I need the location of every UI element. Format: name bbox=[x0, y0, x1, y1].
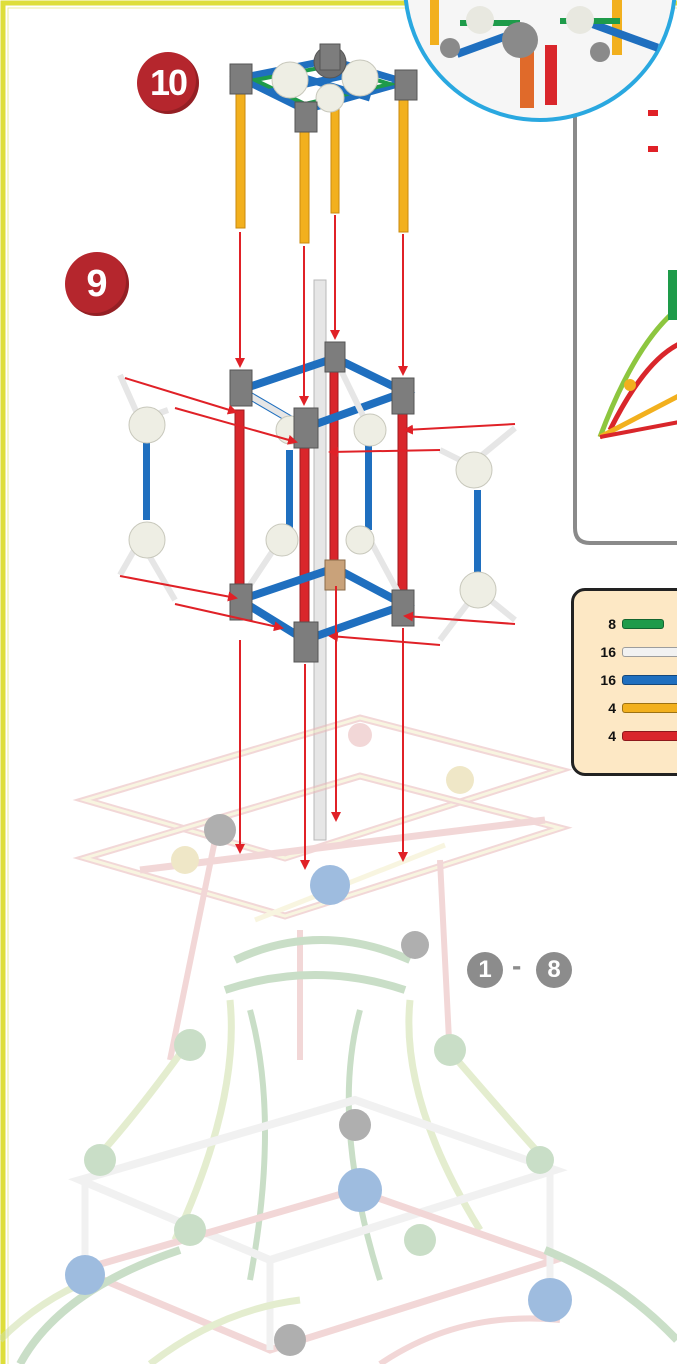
yellow-rod-icon bbox=[622, 703, 677, 713]
step-10-assembly bbox=[229, 43, 418, 244]
zoom-inset-circle bbox=[403, 0, 677, 122]
right-side-panel bbox=[437, 425, 517, 642]
white-rod-icon bbox=[622, 647, 677, 657]
left-side-panel bbox=[117, 373, 178, 602]
assembly-arrows bbox=[119, 215, 516, 870]
parts-row-red: 4 bbox=[574, 725, 677, 747]
parts-qty: 16 bbox=[600, 644, 616, 660]
panel-partial-model bbox=[597, 270, 677, 440]
range-start-number: 1 bbox=[478, 956, 492, 983]
step-10-badge: 10 bbox=[137, 52, 199, 114]
range-end-badge: 8 bbox=[536, 952, 572, 988]
parts-qty: 4 bbox=[608, 728, 616, 744]
step-9-number: 9 bbox=[86, 262, 108, 305]
parts-row-blue: 16 bbox=[574, 669, 677, 691]
range-end-number: 8 bbox=[547, 956, 561, 983]
detail-panel bbox=[573, 90, 677, 545]
parts-qty: 16 bbox=[600, 672, 616, 688]
page-frame-inner bbox=[7, 7, 677, 1364]
red-rod-icon bbox=[622, 731, 677, 741]
parts-row-green: 8 bbox=[574, 613, 664, 635]
step-10-number: 10 bbox=[149, 62, 188, 103]
step-9-assembly bbox=[229, 279, 416, 841]
parts-row-white: 16 bbox=[574, 641, 677, 663]
blue-rod-icon bbox=[622, 675, 677, 685]
range-dash: - bbox=[512, 950, 522, 981]
parts-row-yellow: 4 bbox=[574, 697, 677, 719]
parts-list: 8 16 16 4 4 bbox=[571, 588, 677, 776]
range-start-badge: 1 bbox=[467, 952, 503, 988]
green-rod-icon bbox=[622, 619, 664, 629]
base-structure bbox=[0, 714, 677, 1364]
step-9-badge: 9 bbox=[65, 252, 129, 316]
parts-qty: 4 bbox=[608, 700, 616, 716]
parts-qty: 8 bbox=[608, 616, 616, 632]
